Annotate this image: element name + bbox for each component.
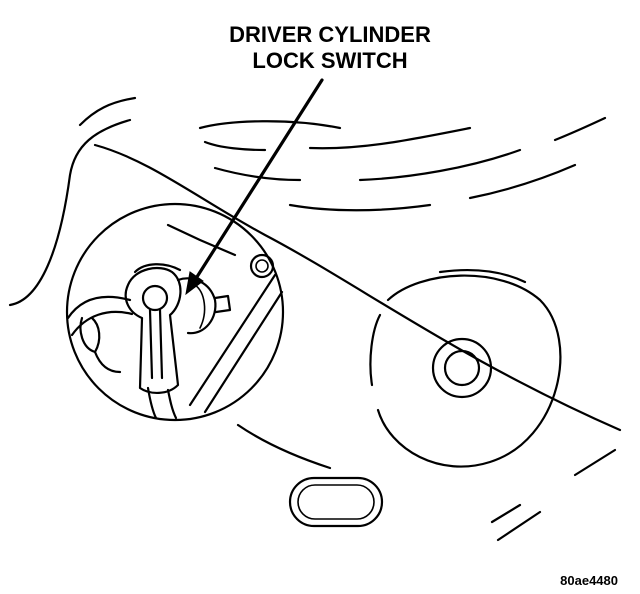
upper-contour-dash-2 (308, 126, 472, 150)
cylinder-tab (213, 294, 232, 314)
speaker-cover-top-dash (438, 269, 527, 284)
door-inner-sweep (93, 143, 622, 432)
panel-edge-3 (166, 223, 237, 257)
mounting-grommet-inner (255, 259, 269, 273)
wire-harness-1 (146, 386, 158, 420)
speaker-center-outer-ring (431, 337, 493, 399)
lower-contour-dash-2 (496, 510, 542, 542)
access-hole-outer (288, 476, 384, 528)
upper-contour-arc (198, 120, 342, 130)
door-body-contour (8, 118, 132, 307)
speaker-cover-dash (369, 313, 382, 387)
callout-label: DRIVER CYLINDER LOCK SWITCH (200, 22, 460, 74)
lower-contour-dash-3 (573, 448, 617, 477)
door-body-contour-inner (78, 96, 137, 127)
panel-edge-1 (188, 273, 277, 407)
callout-line-2: LOCK SWITCH (252, 48, 408, 73)
switch-top-tab (133, 263, 182, 274)
speaker-cover-outline (376, 274, 562, 468)
upper-contour-dash-1 (203, 140, 267, 152)
detail-magnifier-circle (65, 202, 285, 422)
callout-leader-line (193, 78, 324, 282)
lock-cylinder-detail (66, 223, 284, 420)
lower-contour-dash-1 (490, 503, 522, 524)
mounting-grommet-outer (249, 253, 275, 279)
switch-keyhole (141, 284, 169, 312)
cylinder-ring (194, 284, 206, 329)
upper-contour-dash-7 (468, 163, 577, 200)
lock-rod-upper (66, 295, 132, 320)
upper-contour-dash-6 (288, 203, 432, 212)
upper-contour-dash-4 (358, 148, 522, 182)
figure-id: 80ae4480 (560, 573, 618, 588)
wire-harness-2 (166, 388, 178, 420)
speaker-center-inner-ring (443, 349, 481, 387)
lower-contour-dash-4 (236, 423, 332, 470)
upper-contour-dash-3 (213, 166, 302, 182)
access-hole-inner (297, 484, 375, 520)
callout-line-1: DRIVER CYLINDER (229, 22, 431, 47)
lock-rod-lower (70, 310, 134, 337)
panel-edge-2 (203, 290, 284, 414)
switch-slot (148, 308, 164, 380)
upper-contour-dash-5 (553, 116, 607, 142)
switch-body (124, 267, 182, 394)
callout-arrowhead (185, 271, 204, 296)
lock-rod-tail (93, 350, 122, 374)
